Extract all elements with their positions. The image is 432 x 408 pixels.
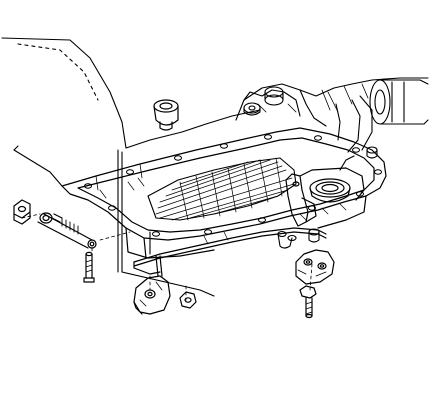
mounting-bracket-center [285,173,317,227]
mounting-bracket-left [133,275,171,315]
shift-linkage-rod [133,227,327,277]
nut [243,102,261,116]
retaining-bolt [83,251,95,283]
shading-marks [99,177,347,245]
bushing [153,99,179,131]
shift-cable-assembly [37,212,97,249]
oil-filter-screen [147,157,297,221]
nut [13,199,31,225]
mounting-bracket-right [295,249,335,285]
frame-lines [13,145,215,297]
pan-bolt [277,146,378,249]
filter-outlet [299,155,365,203]
retaining-bolt [299,285,317,319]
transmission-case [1,37,429,153]
nut [179,291,197,309]
